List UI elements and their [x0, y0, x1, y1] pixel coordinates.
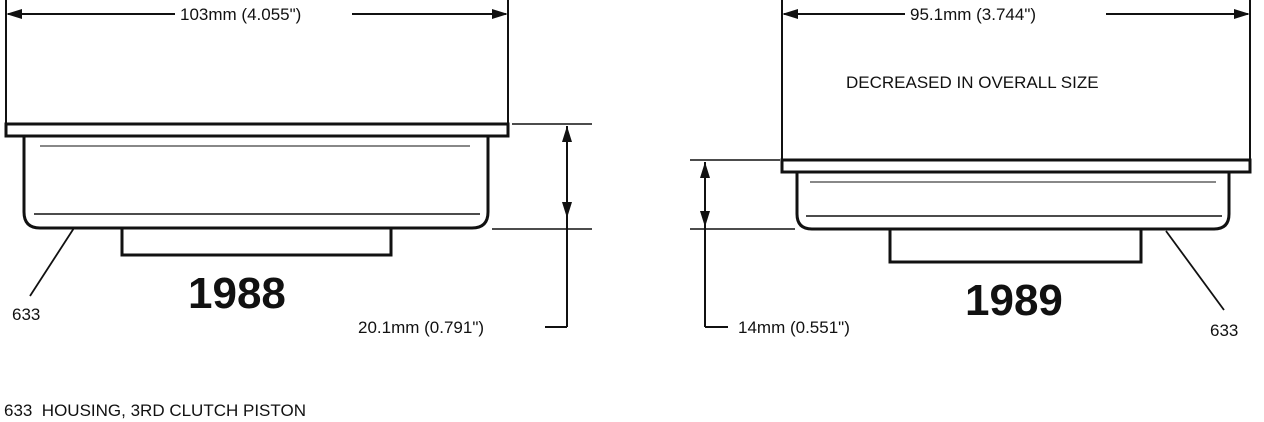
size-note-1989: DECREASED IN OVERALL SIZE [846, 73, 1099, 92]
callout-number-1988: 633 [12, 305, 40, 324]
callout-leader-1988 [29, 227, 75, 297]
body-1989 [795, 172, 1231, 231]
height-label-1989: 14mm (0.551") [738, 318, 850, 337]
housing-1988 [4, 0, 592, 328]
height-label-1988: 20.1mm (0.791") [358, 318, 484, 337]
year-label-1988: 1988 [188, 269, 286, 318]
hub-1989 [888, 229, 1143, 264]
width-label-1988: 103mm (4.055") [180, 5, 301, 24]
callout-leader-1989 [1165, 230, 1225, 311]
width-label-1989: 95.1mm (3.744") [910, 5, 1036, 24]
flange-1989 [780, 158, 1252, 174]
flange-1988 [4, 122, 510, 138]
housing-1989 [690, 0, 1252, 328]
callout-number-1989: 633 [1210, 321, 1238, 340]
year-label-1989: 1989 [965, 276, 1063, 325]
body-1988 [22, 136, 490, 230]
parts-legend: 633 HOUSING, 3RD CLUTCH PISTON [4, 401, 306, 420]
hub-1988 [120, 228, 393, 257]
